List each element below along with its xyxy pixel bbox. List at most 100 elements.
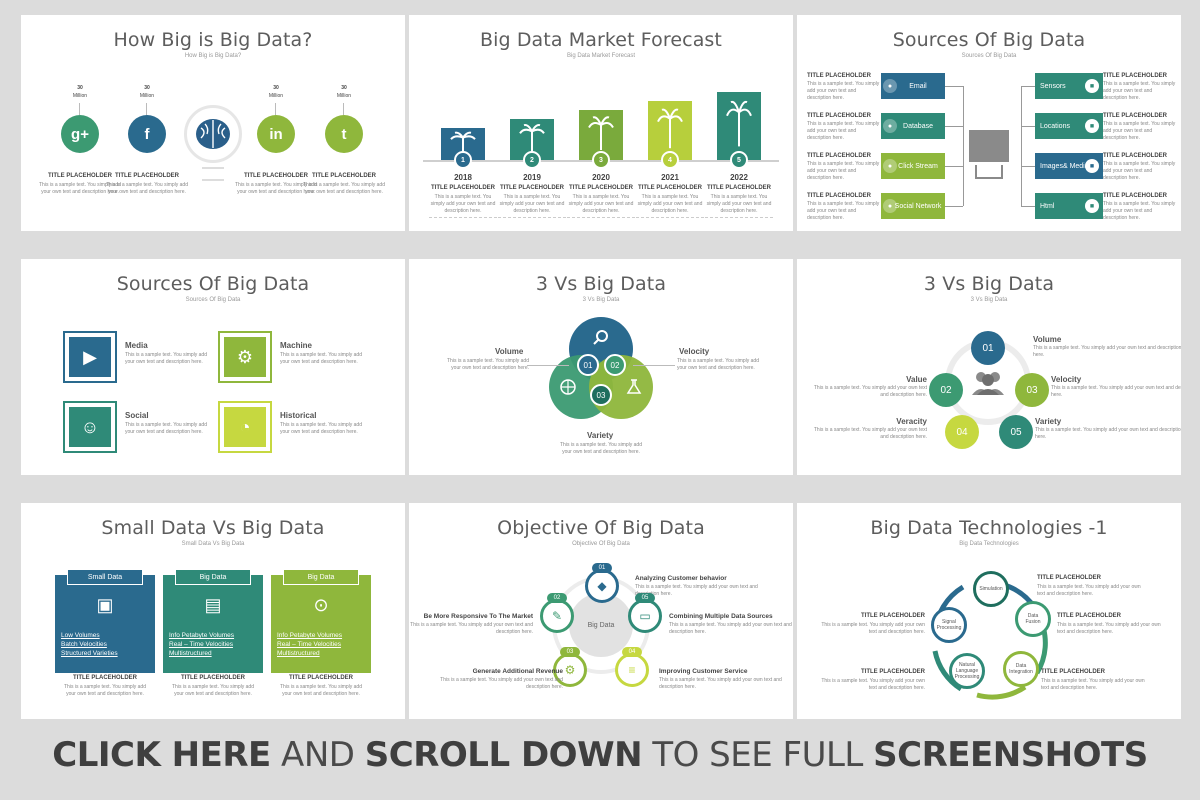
connector	[945, 86, 963, 87]
bullet-item: Batch Velocities	[61, 641, 107, 648]
stat-value: 30	[273, 85, 279, 91]
column-header: Big Data	[175, 569, 251, 585]
pen-icon: ✎	[540, 599, 574, 633]
list-icon: ≡	[615, 653, 649, 687]
source-html[interactable]: Html	[1035, 193, 1103, 219]
palm-tree-icon	[450, 131, 476, 154]
slide-sources-flow[interactable]: Sources Of Big Data Sources Of Big Data …	[797, 15, 1181, 231]
stat-value: 30	[144, 85, 150, 91]
variety-label: Variety	[587, 431, 614, 440]
v-desc: This is a sample text. You simply add yo…	[813, 427, 927, 440]
connector	[79, 103, 80, 115]
stat-unit: Million	[336, 93, 352, 99]
item-title: TITLE PLACEHOLDER	[638, 185, 702, 191]
source-click[interactable]: Click Stream	[881, 153, 945, 179]
volume-desc: This is a sample text. You simply add yo…	[447, 358, 529, 371]
item-title: TITLE PLACEHOLDER	[289, 675, 353, 681]
stat-value: 30	[77, 85, 83, 91]
slide-subtitle: Small Data Vs Big Data	[181, 541, 245, 547]
source-email[interactable]: Email	[881, 73, 945, 99]
volume-label: Volume	[495, 347, 524, 356]
year-label: 2021	[661, 173, 679, 182]
slide-sources-grid[interactable]: Sources Of Big Data Sources Of Big Data …	[21, 259, 405, 475]
connector	[1021, 166, 1037, 167]
year-label: 2022	[730, 173, 748, 182]
item-desc: This is a sample text. You simply add yo…	[1057, 622, 1161, 635]
slide-subtitle: 3 Vs Big Data	[582, 297, 620, 303]
connector	[527, 365, 569, 366]
v-badge: 05	[999, 415, 1033, 449]
slide-how-big-is-big-data[interactable]: How Big is Big Data? How Big is Big Data…	[21, 15, 405, 231]
slide-title: 3 Vs Big Data	[923, 273, 1055, 295]
stat-unit: Million	[139, 93, 155, 99]
velocity-desc: This is a sample text. You simply add yo…	[677, 358, 759, 371]
year-label: 2019	[523, 173, 541, 182]
slide-objective[interactable]: Objective Of Big Data Objective Of Big D…	[409, 503, 793, 719]
column-header: Big Data	[283, 569, 359, 585]
item-desc: This is a sample text. You simply add yo…	[172, 684, 254, 697]
linkedin-icon: in	[257, 115, 295, 153]
v-label: Value	[906, 375, 927, 384]
forecast-bar	[648, 101, 692, 160]
objective-number: 04	[622, 647, 642, 657]
item-desc: This is a sample text. You simply add yo…	[303, 182, 385, 195]
item-title: TITLE PLACEHOLDER	[1041, 669, 1105, 675]
footer-click-here[interactable]: CLICK HERE	[52, 735, 271, 775]
item-desc: This is a sample text. You simply add yo…	[125, 352, 207, 365]
slide-subtitle: Sources Of Big Data	[185, 297, 241, 303]
item-heading: Social	[125, 411, 149, 420]
v-badge: 02	[929, 373, 963, 407]
item-desc: This is a sample text. You simply add yo…	[567, 194, 635, 218]
slide-subtitle: Big Data Market Forecast	[566, 53, 636, 59]
slide-small-vs-big[interactable]: Small Data Vs Big Data Small Data Vs Big…	[21, 503, 405, 719]
tech-node: Simulation	[973, 571, 1009, 607]
step-badge: 1	[454, 151, 472, 169]
item-desc: This is a sample text. You simply add yo…	[280, 352, 362, 365]
brain-bulb-icon	[184, 105, 242, 163]
objective-label: Be More Responsive To The Market	[423, 613, 533, 620]
item-desc: This is a sample text. You simply add yo…	[106, 182, 188, 195]
item-title: TITLE PLACEHOLDER	[500, 185, 564, 191]
connector	[945, 166, 963, 167]
slide-technologies[interactable]: Big Data Technologies -1 Big Data Techno…	[797, 503, 1181, 719]
source-database[interactable]: Database	[881, 113, 945, 139]
year-label: 2020	[592, 173, 610, 182]
item-title: TITLE PLACEHOLDER	[861, 613, 925, 619]
palm-tree-icon	[588, 116, 614, 150]
item-title: TITLE PLACEHOLDER	[244, 173, 308, 179]
connector	[963, 86, 964, 206]
slide-3vs-venn[interactable]: 3 Vs Big Data 3 Vs Big Data 01 02 03 Vol…	[409, 259, 793, 475]
item-title: TITLE PLACEHOLDER	[1103, 193, 1167, 199]
footer-screenshots: SCREENSHOTS	[873, 735, 1148, 775]
email-icon: ●	[883, 79, 897, 93]
connector	[343, 103, 344, 115]
v-desc: This is a sample text. You simply add yo…	[813, 385, 927, 398]
connector	[146, 103, 147, 115]
floppy-disk-icon: ▣	[96, 595, 114, 615]
step-badge: 4	[661, 151, 679, 169]
item-desc: This is a sample text. You simply add yo…	[807, 201, 880, 221]
gear-icon: ⚙	[553, 653, 587, 687]
footer-and: AND	[270, 735, 365, 775]
item-desc: This is a sample text. You simply add yo…	[821, 622, 925, 635]
slide-title: Sources Of Big Data	[892, 29, 1086, 51]
slide-title: Sources Of Big Data	[116, 273, 310, 295]
item-desc: This is a sample text. You simply add yo…	[1103, 161, 1176, 181]
item-desc: This is a sample text. You simply add yo…	[498, 194, 566, 218]
slide-title: 3 Vs Big Data	[535, 273, 667, 295]
media-play-icon: ▶	[69, 337, 111, 377]
item-title: TITLE PLACEHOLDER	[807, 113, 871, 119]
gauge-icon: ◔	[224, 407, 266, 447]
connector	[1021, 86, 1022, 206]
twitter-icon: t	[325, 115, 363, 153]
slide-market-forecast[interactable]: Big Data Market Forecast Big Data Market…	[409, 15, 793, 231]
objective-label: Generate Additional Revenue	[472, 668, 563, 675]
html-icon: ■	[1085, 199, 1099, 213]
item-frame: ▶	[63, 331, 117, 383]
objective-desc: This is a sample text. You simply add yo…	[440, 677, 563, 690]
year-label: 2018	[454, 173, 472, 182]
source-social-network[interactable]: Social Network	[881, 193, 945, 219]
tech-node: Data Fusion	[1015, 601, 1051, 637]
footer-banner[interactable]: CLICK HERE AND SCROLL DOWN TO SEE FULL S…	[0, 735, 1200, 775]
